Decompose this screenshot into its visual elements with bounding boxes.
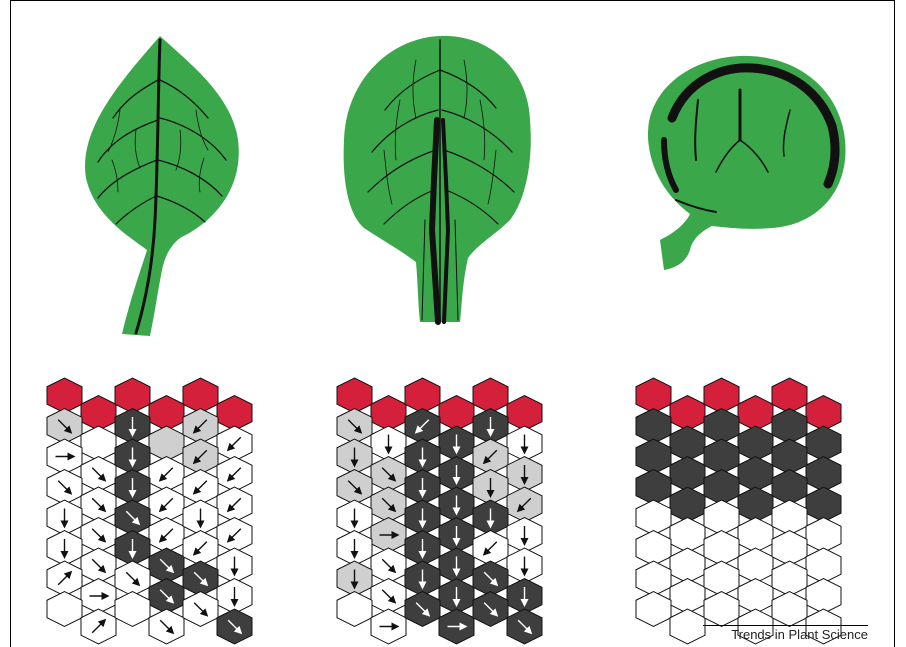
hex-cell — [115, 592, 150, 627]
hex-cell — [704, 470, 739, 505]
hex-cell — [772, 470, 807, 505]
hex-cell — [738, 518, 773, 553]
hex-cell — [183, 378, 218, 413]
hex-cell — [636, 531, 671, 566]
hex-cell — [670, 487, 705, 522]
hex-cell — [149, 396, 184, 431]
hex-cell — [636, 592, 671, 627]
hex-cell — [772, 439, 807, 474]
hex-cell — [704, 500, 739, 535]
hex-cell — [704, 439, 739, 474]
hex-cell — [704, 378, 739, 413]
hex-cell — [772, 592, 807, 627]
hex-cell — [217, 396, 252, 431]
hex-cell — [704, 531, 739, 566]
hex-cell — [738, 487, 773, 522]
hex-cell — [636, 378, 671, 413]
hex-cell — [738, 426, 773, 461]
hex-cell — [473, 378, 508, 413]
hex-cell — [704, 409, 739, 444]
journal-credit: Trends in Plant Science — [703, 625, 868, 642]
hex-cell — [772, 378, 807, 413]
leaf-wildtype — [85, 36, 239, 336]
hex-cell — [772, 409, 807, 444]
hex-cell — [81, 396, 116, 431]
hex-cell — [337, 592, 372, 627]
hex-cell — [704, 592, 739, 627]
hex-cell — [47, 378, 82, 413]
hex-cell — [337, 378, 372, 413]
hex-cell — [806, 518, 841, 553]
hex-cell — [670, 548, 705, 583]
hex-cell — [371, 396, 406, 431]
leaf-mutant-round — [648, 56, 846, 270]
hex-cell — [670, 579, 705, 614]
hex-cell — [636, 500, 671, 535]
hex-cell — [738, 548, 773, 583]
hex-grid-mutant-round — [636, 378, 841, 644]
hex-cell — [806, 426, 841, 461]
hex-cell — [704, 561, 739, 596]
hex-cell — [636, 470, 671, 505]
hex-grid-wildtype — [47, 378, 252, 644]
hex-cell — [47, 592, 82, 627]
hex-cell — [636, 561, 671, 596]
hex-cell — [439, 396, 474, 431]
hex-cell — [772, 531, 807, 566]
hex-cell — [772, 561, 807, 596]
hex-cell — [806, 548, 841, 583]
hex-cell — [806, 487, 841, 522]
hex-cell — [738, 396, 773, 431]
hex-cell — [636, 409, 671, 444]
hex-cell — [670, 396, 705, 431]
hex-cell — [806, 396, 841, 431]
hex-grid-mutant-broad — [337, 378, 542, 644]
hex-cell — [806, 457, 841, 492]
hex-cell — [772, 500, 807, 535]
hex-cell — [670, 518, 705, 553]
hex-cell — [636, 439, 671, 474]
hex-cell — [115, 378, 150, 413]
hex-cell — [670, 609, 705, 644]
hex-cell — [149, 426, 184, 461]
hex-cell — [81, 426, 116, 461]
leaf-mutant-broad — [344, 36, 531, 322]
hex-cell — [507, 396, 542, 431]
hex-cell — [738, 457, 773, 492]
hex-cell — [670, 457, 705, 492]
hex-cell — [806, 579, 841, 614]
hex-cell — [405, 378, 440, 413]
hex-cell — [670, 426, 705, 461]
hex-cell — [738, 579, 773, 614]
